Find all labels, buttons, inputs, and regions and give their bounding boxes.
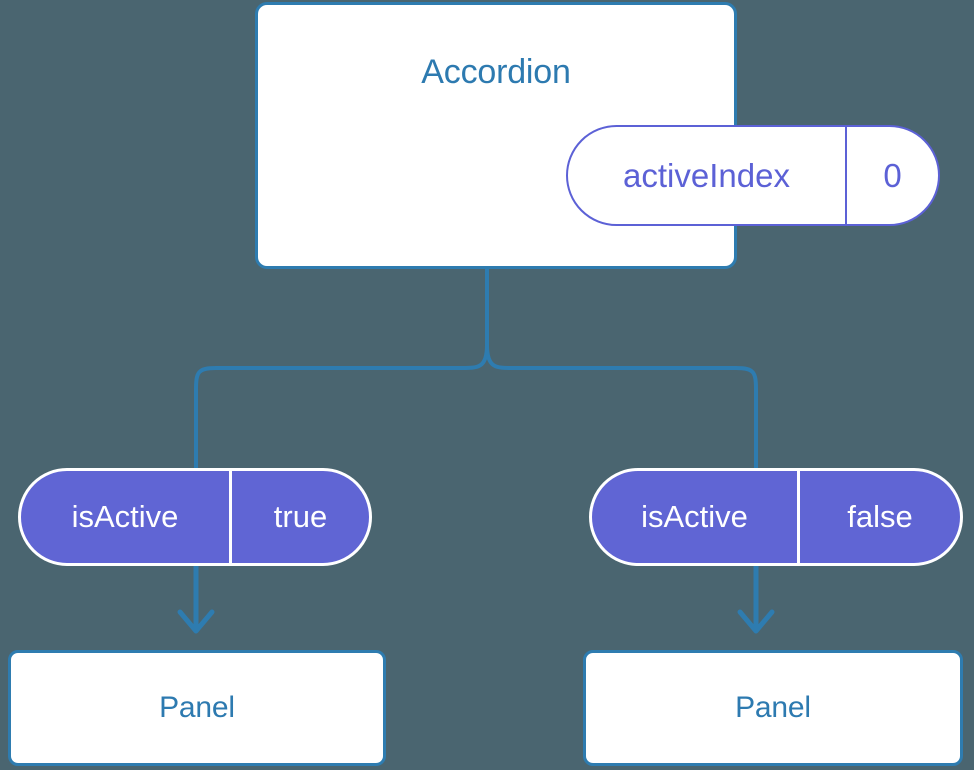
- branch-line-right: [485, 343, 758, 470]
- accordion-title: Accordion: [421, 53, 571, 91]
- panel-component-card-left[interactable]: Panel: [8, 650, 386, 766]
- is-active-value-left: true: [273, 499, 328, 534]
- active-index-value: 0: [883, 156, 902, 194]
- arrow-left-head: [177, 609, 215, 634]
- arrow-right-head: [737, 609, 775, 634]
- panel-component-card-right[interactable]: Panel: [583, 650, 963, 766]
- active-index-key: activeIndex: [568, 127, 847, 224]
- is-active-key-right: isActive: [592, 471, 800, 563]
- is-active-value-right: false: [847, 499, 913, 534]
- is-active-key-left: isActive: [21, 471, 232, 563]
- accordion-component-card[interactable]: Accordion activeIndex 0: [255, 2, 940, 269]
- active-index-state-pill[interactable]: activeIndex 0: [566, 125, 940, 226]
- is-active-prop-pill-left[interactable]: isActive true: [18, 468, 372, 566]
- panel-title-right: Panel: [735, 691, 811, 724]
- branch-line-left: [194, 343, 489, 470]
- is-active-prop-pill-right[interactable]: isActive false: [589, 468, 963, 566]
- panel-title-left: Panel: [159, 691, 235, 724]
